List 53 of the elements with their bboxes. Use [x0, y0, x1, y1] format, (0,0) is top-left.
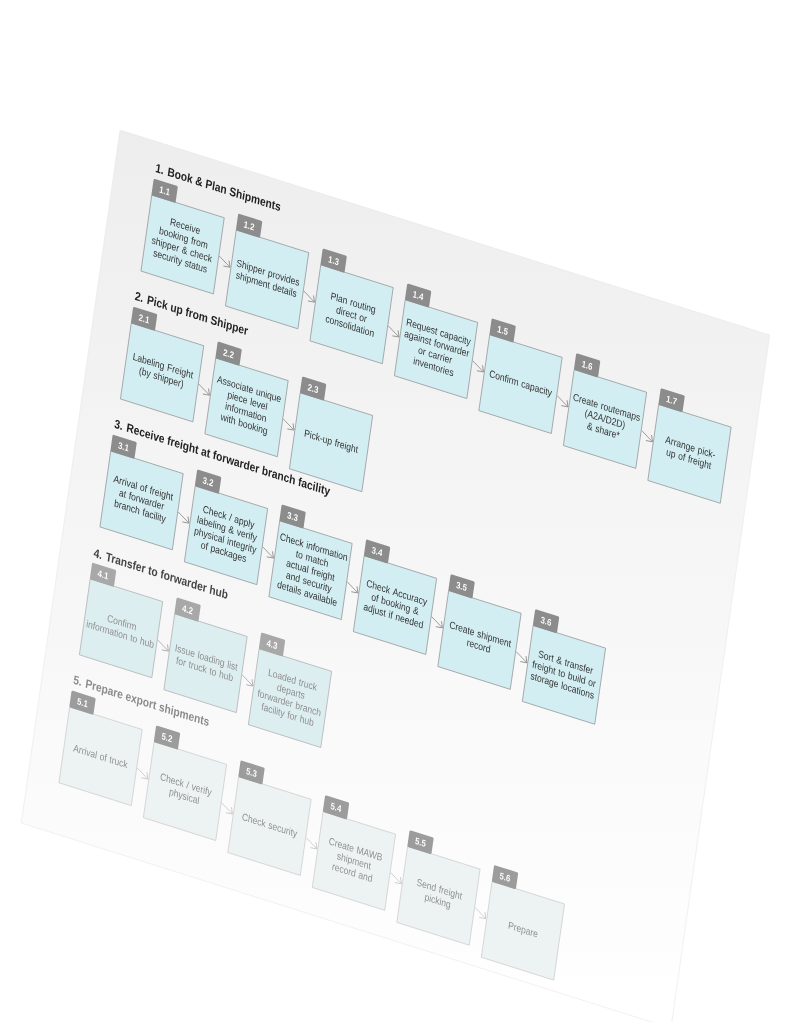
- node-label: 1.6: [581, 361, 593, 370]
- node-label: 3.4: [371, 547, 383, 557]
- node-label: 3.2: [202, 477, 214, 487]
- folder-box: Create MAWB shipment record and 5.4: [311, 795, 396, 911]
- arrow: [198, 383, 210, 396]
- folder-box: Create shipment record 3.5: [437, 574, 522, 690]
- node-label: 1.4: [412, 291, 424, 301]
- arrow: [218, 255, 231, 268]
- node-label: 2.1: [138, 314, 149, 324]
- arrow: [303, 290, 315, 303]
- folder-box: Arrange pick-up of freight 1.7: [647, 388, 732, 504]
- arrow: [282, 418, 295, 431]
- arrow: [221, 802, 233, 815]
- node-label: 1.2: [243, 221, 255, 231]
- arrow: [556, 395, 569, 408]
- folder-box: Confirm capacity 1.5: [478, 318, 563, 434]
- arrow: [136, 767, 149, 780]
- arrow: [390, 872, 402, 885]
- node-label: 5.4: [330, 802, 342, 812]
- folder-box: Prepare 5.6: [480, 865, 565, 981]
- node-label: 3.6: [540, 616, 552, 626]
- node-label: 5.5: [415, 837, 426, 847]
- arrow: [346, 581, 359, 594]
- node-label: 1.5: [497, 326, 508, 335]
- node-label: 3.5: [456, 581, 467, 591]
- arrow: [474, 907, 487, 920]
- arrow: [157, 639, 169, 652]
- arrow: [262, 546, 274, 559]
- node-label: 3.1: [118, 442, 129, 452]
- node-label: 2.2: [223, 349, 234, 359]
- node-label: 5.6: [499, 872, 511, 882]
- node-label: 2.3: [307, 384, 319, 393]
- node-label: 1.3: [328, 256, 339, 266]
- node-label: 5.1: [77, 697, 88, 708]
- node-label: 1.1: [159, 186, 170, 196]
- arrow: [641, 430, 653, 443]
- node-label: 4.3: [266, 640, 278, 649]
- node-label: 1.7: [666, 395, 678, 405]
- arrow: [177, 511, 190, 524]
- node-label: 5.2: [161, 732, 173, 743]
- arrow: [431, 616, 443, 629]
- folder-box: Check security 5.3: [227, 760, 312, 876]
- node-label: 3.3: [287, 512, 298, 521]
- arrow: [305, 837, 318, 850]
- arrow: [387, 325, 400, 338]
- node-label: 5.3: [246, 767, 257, 777]
- node-label: 4.2: [182, 605, 193, 615]
- node-label: 4.1: [97, 570, 108, 580]
- folder-box: Check / verify physical 5.2: [143, 725, 227, 841]
- folder-box: Send freight picking 5.5: [396, 830, 481, 946]
- arrow: [472, 360, 484, 373]
- arrow: [241, 674, 254, 687]
- arrow: [515, 651, 528, 664]
